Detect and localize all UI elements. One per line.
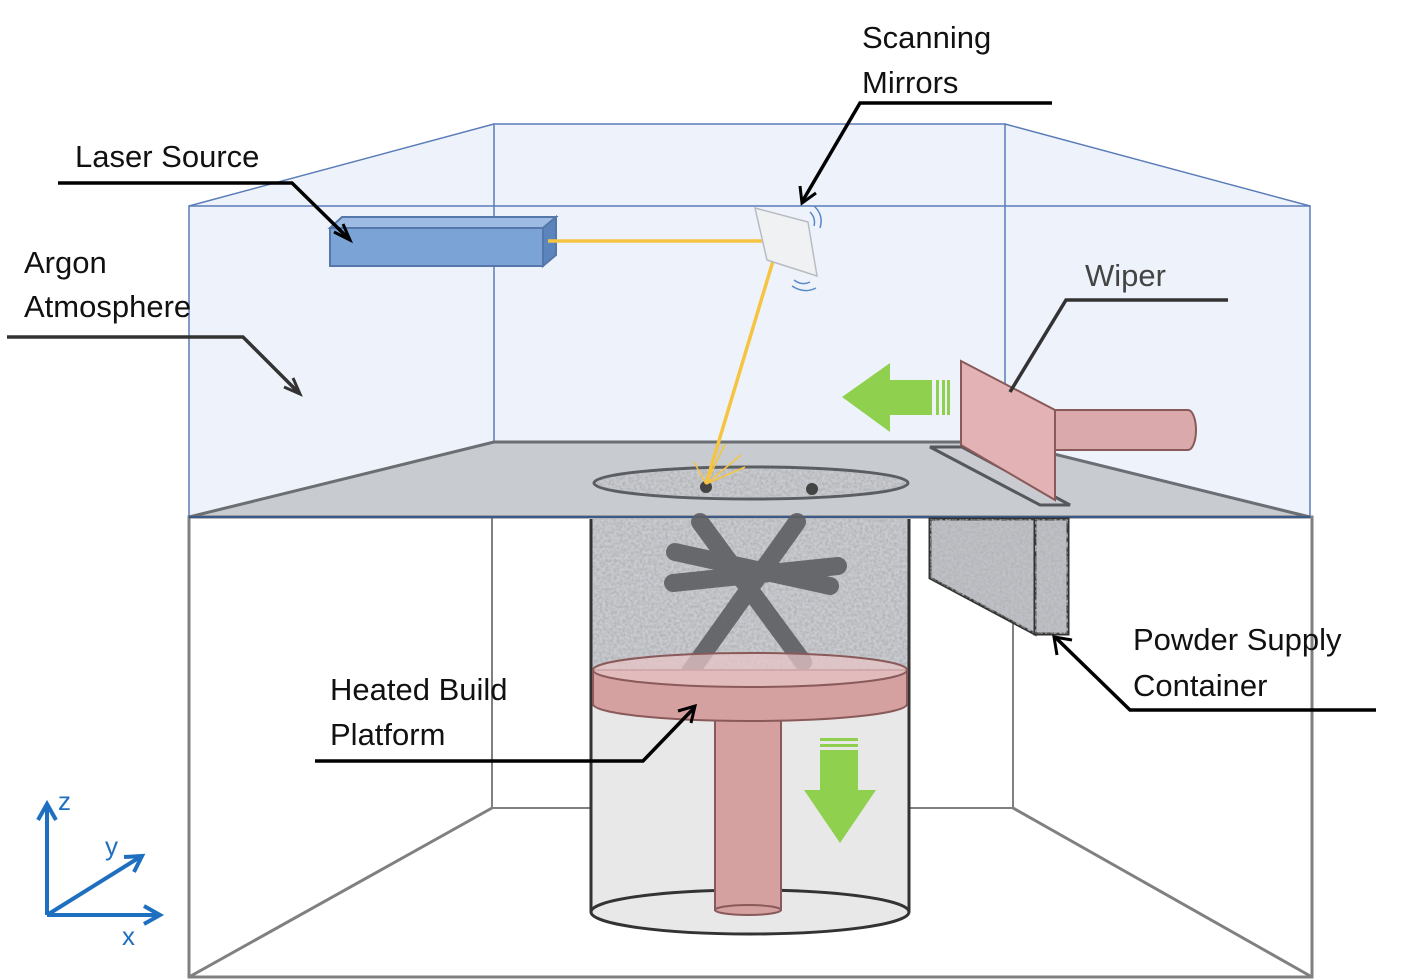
label-powder-supply-1: Powder Supply xyxy=(1133,622,1342,657)
printed-part xyxy=(664,513,847,681)
powder-texture xyxy=(596,469,906,497)
label-wiper: Wiper xyxy=(1085,258,1166,293)
label-scanning-mirrors-2: Mirrors xyxy=(862,65,958,100)
heated-build-platform xyxy=(592,652,908,916)
powder-supply-container xyxy=(928,517,1070,637)
leader-lines xyxy=(7,101,1376,763)
label-argon-1: Argon xyxy=(24,245,107,280)
label-powder-supply-2: Container xyxy=(1133,668,1267,703)
axis-z-label: z xyxy=(58,786,71,816)
laser-source xyxy=(327,214,559,269)
label-argon-2: Atmosphere xyxy=(24,289,191,324)
melt-spot xyxy=(806,483,818,495)
scanning-mirror xyxy=(753,205,822,292)
argon-chamber xyxy=(188,123,1311,519)
label-laser-source: Laser Source xyxy=(75,139,259,174)
label-scanning-mirrors-1: Scanning xyxy=(862,20,991,55)
axis-x-label: x xyxy=(122,921,135,951)
wiper-direction-arrow-icon xyxy=(842,363,950,432)
label-platform-2: Platform xyxy=(330,717,445,752)
label-platform-1: Heated Build xyxy=(330,672,508,707)
melt-pool xyxy=(700,481,712,493)
axis-y-label: y xyxy=(105,831,118,861)
wiper xyxy=(929,359,1197,507)
platform-down-arrow-icon xyxy=(804,738,876,843)
coordinate-axes: z y x xyxy=(36,786,165,951)
